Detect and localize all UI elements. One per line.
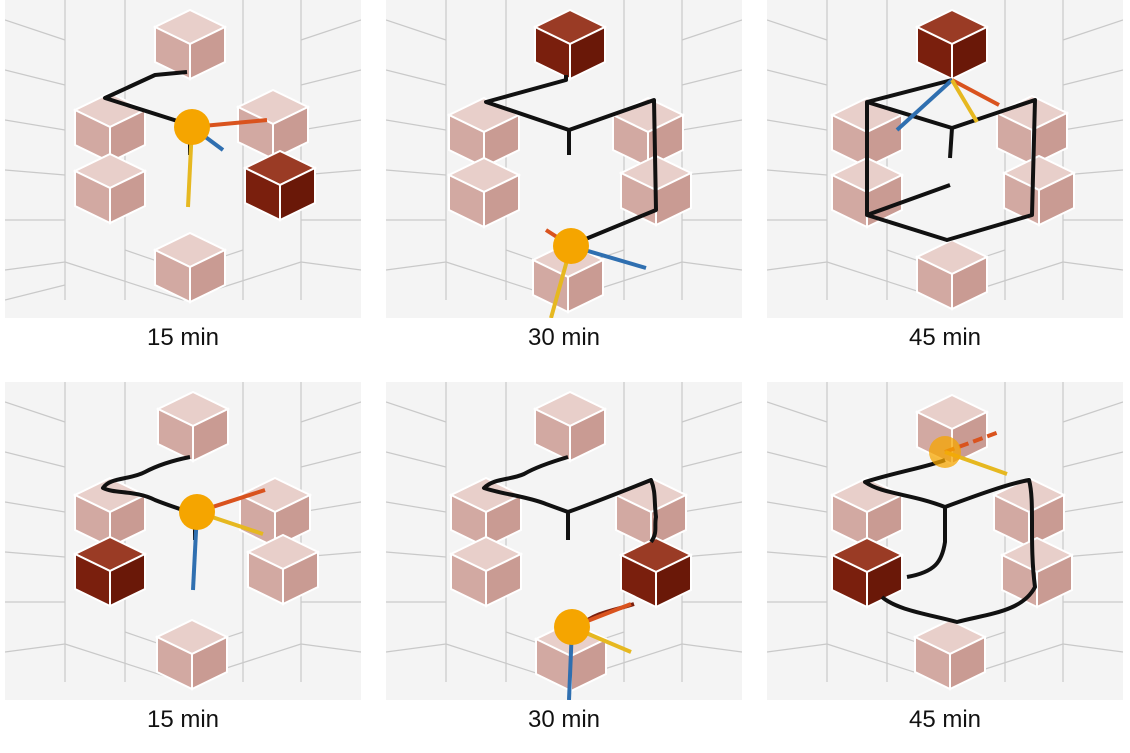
- panel-top-right: [767, 0, 1123, 318]
- cube-left-lower: [448, 535, 524, 608]
- end-effector-ball: [554, 609, 590, 645]
- cube-top: [152, 8, 228, 81]
- cube-left-lower: [72, 152, 148, 225]
- cube-left-upper: [829, 476, 905, 549]
- scene-bottom-left: [5, 382, 361, 700]
- cube-bottom: [912, 618, 988, 691]
- cube-top-highlighted: [914, 8, 990, 81]
- cube-right-lower-highlighted: [618, 536, 694, 609]
- end-effector-ball: [929, 436, 961, 468]
- cube-top: [914, 393, 990, 466]
- caption-panel-2: 30 min: [527, 324, 601, 351]
- caption-panel-1: 15 min: [146, 324, 220, 351]
- cube-right-upper: [613, 476, 689, 549]
- trajectory-path: [484, 75, 658, 247]
- cube-left-upper: [448, 476, 524, 549]
- cube-bottom: [914, 238, 990, 311]
- scene-bottom-right: [767, 382, 1123, 700]
- cube-top-highlighted: [532, 8, 608, 81]
- scene-top-center: [386, 0, 742, 318]
- cube-right-lower-highlighted: [242, 149, 318, 222]
- caption-panel-6: 45 min: [908, 706, 982, 733]
- panel-bottom-center: [386, 382, 742, 700]
- caption-panel-5: 30 min: [527, 706, 601, 733]
- scene-bottom-center: [386, 382, 742, 700]
- cube-left-lower: [829, 156, 905, 229]
- cube-left-upper: [72, 476, 148, 549]
- cube-left-lower-highlighted: [829, 536, 905, 609]
- trajectory-path: [101, 455, 197, 540]
- scene-top-right: [767, 0, 1123, 318]
- cube-bottom: [152, 231, 228, 304]
- panel-bottom-left: [5, 382, 361, 700]
- cube-right-lower: [245, 533, 321, 606]
- panel-top-left: [5, 0, 361, 318]
- cube-top: [532, 390, 608, 463]
- cube-left-upper: [72, 91, 148, 164]
- cube-right-upper: [237, 476, 313, 549]
- end-effector-ball: [553, 228, 589, 264]
- panel-top-center: [386, 0, 742, 318]
- trajectory-path: [863, 458, 1037, 624]
- end-effector-ball: [174, 109, 210, 145]
- axis-yellow: [950, 78, 979, 124]
- axis-blue: [895, 78, 954, 132]
- cube-bottom: [154, 618, 230, 691]
- end-effector-ball: [179, 494, 215, 530]
- caption-panel-4: 15 min: [146, 706, 220, 733]
- caption-panel-3: 45 min: [908, 324, 982, 351]
- cube-top: [155, 390, 231, 463]
- panel-bottom-right: [767, 382, 1123, 700]
- cube-left-lower: [446, 156, 522, 229]
- scene-top-left: [5, 0, 361, 318]
- cube-right-upper: [994, 94, 1070, 167]
- cube-left-lower-highlighted: [72, 535, 148, 608]
- axis-red: [951, 78, 1000, 107]
- trajectory-path: [482, 455, 658, 544]
- trajectory-path: [865, 78, 1037, 242]
